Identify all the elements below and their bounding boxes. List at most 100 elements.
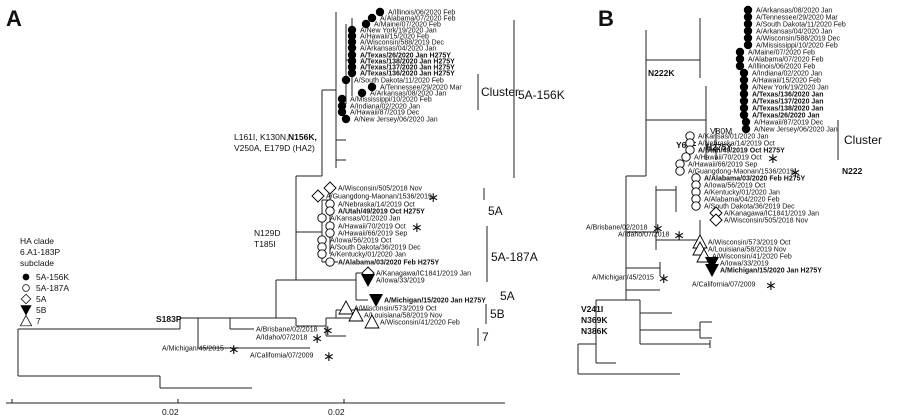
tree-b-leaf: A/Idaho/07/2018∗ (618, 228, 685, 244)
mutation-label-n369k: N369K (581, 315, 608, 325)
reference-star-icon: ∗ (765, 278, 777, 294)
leaf-symbol-circle-filled-icon (341, 75, 351, 85)
tree-a-leaf-label: A/California/07/2009 (250, 353, 314, 360)
tree-a-leaf: A/Hawaii/87/2019 Dec (337, 107, 420, 117)
tree-a-leaf-label: A/Guangdong-Maonan/1536/2019 (326, 194, 432, 201)
tree-a-leaf-label: A/Arkansas/04/2020 Jan (360, 46, 436, 53)
tree-b-leaf-label: A/Guangdong-Maonan/1536/2019 (688, 169, 794, 176)
tree-a-leaf-label: A/Iowa/56/2019 Oct (330, 238, 392, 245)
clade-label-5a-156k: 5A-156K (518, 88, 565, 102)
tree-a-leaf-label: A/Texas/137/2020 Jan H275Y (360, 65, 455, 72)
leaf-symbol-circle-open-icon (325, 228, 335, 238)
tree-b-leaf-label: A/Illinois/06/2020 Feb (748, 64, 815, 71)
tree-a-leaf: A/New Jersey/06/2020 Jan (341, 114, 438, 124)
tree-b-leaf-label: A/Kentucky/01/2020 Jan (704, 190, 780, 197)
panel-label-a: A (6, 6, 22, 31)
leaf-symbol-circle-filled-icon (337, 107, 347, 117)
tree-b-leaf-label: A/New Jersey/06/2020 Jan (754, 127, 838, 134)
legend-title-line-1: HA clade (20, 236, 54, 246)
tree-b-leaf: A/Iowa/56/2019 Oct (691, 180, 766, 190)
leaf-symbol-circle-filled-icon (347, 25, 357, 35)
tree-b-leaf: A/Maine/07/2020 Feb (735, 47, 815, 57)
tree-a-leaf: A/Michigan/45/2015∗ (162, 342, 240, 358)
tree-b-leaf-label: A/Iowa/33/2019 (720, 261, 769, 268)
tree-a-branches (17, 12, 370, 389)
tree-b-leaf-label: A/Maine/07/2020 Feb (748, 50, 815, 57)
tree-a-leaf-label: A/Tennessee/29/2020 Mar (380, 85, 462, 92)
tree-a-leaf-label: A/Maine/07/2020 Feb (374, 22, 441, 29)
leaf-symbol-circle-filled-icon (367, 82, 377, 92)
tree-a-annotations: L161I, K130N, N156K, V250A, E179D (HA2) … (156, 132, 317, 324)
leaf-symbol-circle-open-icon (325, 206, 335, 216)
tree-b-leaf: A/Arkansas/08/2020 Jan (743, 5, 832, 15)
tree-a-leaf: A/Nebraska/14/2019 Oct (325, 199, 415, 209)
reference-star-icon: ∗ (658, 271, 670, 287)
tree-a-leaf: A/New York/19/2020 Jan (347, 25, 437, 35)
tree-b-leaf-label: A/Hawaii/87/2019 Dec (754, 120, 824, 127)
legend-item-label: 5B (36, 305, 47, 315)
leaf-symbol-circle-filled-icon (347, 56, 357, 66)
tree-a-leaf-label: A/Alabama/03/2020 Feb H275Y (338, 260, 439, 267)
tree-b-leaf: A/South Dakota/36/2019 Dec (691, 201, 795, 211)
panel-label-b: B (598, 6, 614, 31)
leaf-symbol-circle-filled-icon (739, 68, 749, 78)
tree-a-leaf: A/Guangdong-Maonan/1536/2019∗ (311, 189, 439, 206)
tree-a-leaf-label: A/South Dakota/11/2020 Feb (354, 78, 444, 85)
tree-b-leaf: A/Indiana/02/2020 Jan (739, 68, 822, 78)
leaf-symbol-circle-filled-icon (739, 89, 749, 99)
leaf-symbol-circle-filled-icon (741, 117, 751, 127)
leaf-symbol-circle-filled-icon (347, 37, 357, 47)
leaf-symbol-circle-filled-icon (735, 61, 745, 71)
tree-b-leaf: A/Hawaii/15/2020 Feb (739, 75, 821, 85)
tree-a-leaf: A/Mississippi/10/2020 Feb (337, 94, 432, 104)
reference-star-icon: ∗ (673, 228, 685, 244)
tree-a-leaf: A/Alabama/07/2020 Feb (367, 13, 456, 23)
tree-a-leaf: A/Wisconsin/505/2018 Nov (323, 181, 423, 195)
clade-label-7: 7 (482, 330, 489, 344)
tree-b-leaf: A/South Dakota/11/2020 Feb (743, 19, 846, 29)
tree-b-leaf: A/Wisconsin/588/2019 Dec (743, 33, 841, 43)
leaf-symbol-circle-open-icon (691, 201, 701, 211)
tree-a-leaf-label: A/Wisconsin/505/2018 Nov (338, 186, 423, 193)
leaf-symbol-circle-filled-icon (347, 43, 357, 53)
tree-a-leaf-label: A/New York/19/2020 Jan (360, 28, 437, 35)
clade-label-5a-187a: 5A-187A (491, 250, 538, 264)
tree-a-leaf: A/Iowa/33/2019 (361, 274, 425, 287)
tree-b-leaf-label: A/Wisconsin/505/2018 Nov (724, 218, 809, 225)
mutation-label-s183p: S183P (156, 314, 182, 324)
tree-a-leaf-label: A/Indiana/02/2020 Jan (350, 104, 420, 111)
tree-a-clade-brackets: Cluster 5A-156K 5A 5A-187A 5A 5B 7 (477, 20, 565, 346)
tree-b-leaf: A/Alabama/03/2020 Feb H275Y (691, 173, 805, 183)
tree-a-leaf-label: A/Michigan/45/2015 (162, 346, 224, 353)
tree-a-leaf: A/California/07/2009∗ (250, 349, 335, 365)
leaf-symbol-triangle-down-filled-icon (361, 274, 375, 287)
clade-label-5b: 5B (490, 307, 505, 321)
leaf-symbol-circle-open-icon (325, 257, 335, 267)
legend-item: 5A-156K (22, 272, 69, 282)
leaf-symbol-circle-filled-icon (375, 7, 385, 17)
reference-star-icon: ∗ (652, 221, 664, 237)
cluster-label-b: Cluster (844, 133, 882, 147)
leaf-symbol-circle-filled-icon (739, 75, 749, 85)
tree-b-leaf-label: A/Mississippi/10/2020 Feb (756, 43, 838, 50)
tree-a-leaf: A/Maine/07/2020 Feb (361, 19, 441, 29)
tree-a-leaf-label: A/Kanagawa/IC1841/2019 Jan (376, 271, 471, 278)
mutation-label-n129d: N129D (254, 228, 280, 238)
tree-b-leaf-label: A/Hawaii/66/2019 Sep (688, 162, 757, 169)
leaf-symbol-circle-filled-icon (743, 19, 753, 29)
leaf-symbol-circle-filled-icon (337, 94, 347, 104)
legend-title-line-3: subclade (20, 258, 54, 268)
leaf-symbol-triangle-open-icon (364, 314, 380, 329)
tree-b-leaf: A/Wisconsin/505/2018 Nov (709, 213, 809, 227)
tree-b-leaf-label: A/Alabama/03/2020 Feb H275Y (704, 176, 805, 183)
legend-item: 5A (20, 293, 47, 305)
tree-b-leaf: A/Tennessee/29/2020 Mar (743, 12, 838, 22)
tree-b-leaf-label: A/Utah/49/2019 Oct H275Y (698, 148, 785, 155)
leaf-symbol-circle-filled-icon (743, 5, 753, 15)
tree-a-leaf-label: A/Hawaii/70/2019 Oct (338, 224, 406, 231)
tree-b-leaf: A/Texas/136/2020 Jan (739, 89, 823, 99)
leaf-symbol-triangle-open-icon (19, 314, 33, 327)
cluster-label-a: Cluster (481, 85, 519, 99)
tree-b-leaf: A/Texas/137/2020 Jan (739, 96, 823, 106)
tree-a-leaf-label: A/Iowa/33/2019 (376, 278, 425, 285)
